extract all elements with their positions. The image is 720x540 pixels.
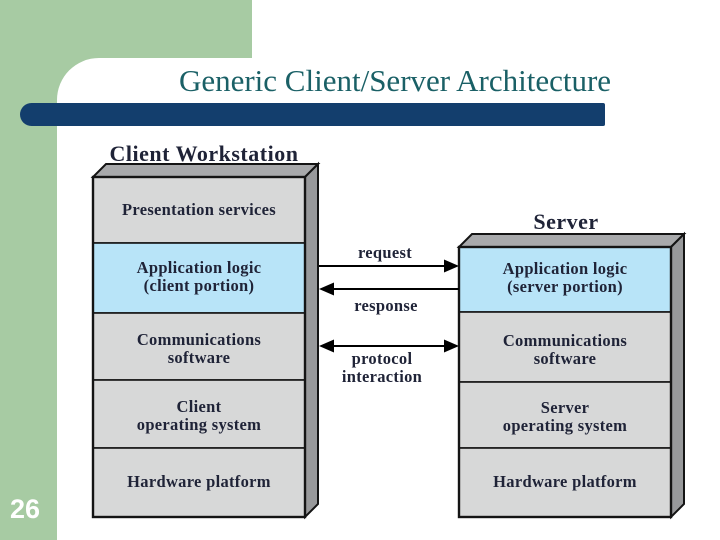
server-section-hardware-platform	[458, 447, 672, 518]
title-accent-bar	[20, 103, 605, 126]
client-section-label: Client	[177, 397, 222, 416]
server-section-label: Hardware platform	[493, 472, 637, 491]
client-workstation-stack: Client Workstation Presentation services…	[90, 141, 321, 520]
response-label: response	[354, 296, 418, 315]
page-number: 26	[10, 494, 41, 524]
server-section-label: (server portion)	[507, 277, 623, 296]
client-box-right-face	[304, 161, 319, 520]
server-section-label: operating system	[503, 416, 627, 435]
client-section-label: software	[168, 348, 231, 367]
server-section-label: Application logic	[503, 259, 628, 278]
server-section-application-logic	[458, 246, 672, 313]
server-section-label: Communications	[503, 331, 628, 350]
protocol-interaction-arrow: protocol interaction	[319, 339, 459, 386]
client-section-label: Communications	[137, 330, 262, 349]
protocol-interaction-label: interaction	[342, 367, 422, 386]
client-section-label: Application logic	[137, 258, 262, 277]
server-box-top-face	[456, 233, 687, 248]
server-section-label: Server	[541, 398, 590, 417]
client-section-communications-software	[92, 312, 306, 381]
right-arrowhead-icon	[444, 339, 459, 353]
left-arrowhead-icon	[319, 282, 334, 296]
response-arrow: response	[319, 282, 459, 315]
server-stack-heading: Server	[533, 209, 598, 234]
client-box-outline	[91, 175, 307, 519]
client-section-label: Hardware platform	[127, 472, 271, 491]
client-section-label: Presentation services	[122, 200, 276, 219]
slide-title: Generic Client/Server Architecture	[178, 63, 612, 98]
request-label: request	[358, 243, 412, 262]
green-side-bar	[0, 0, 57, 540]
left-arrowhead-icon	[319, 339, 334, 353]
server-box-outline	[457, 245, 673, 519]
server-box-right-face	[670, 231, 685, 520]
client-stack-heading: Client Workstation	[110, 141, 299, 166]
client-section-label: (client portion)	[144, 276, 255, 295]
right-arrowhead-icon	[444, 259, 459, 273]
protocol-interaction-label: protocol	[352, 349, 413, 368]
client-section-application-logic	[92, 242, 306, 314]
request-arrow: request	[319, 243, 459, 273]
server-section-label: software	[534, 349, 597, 368]
server-section-operating-system	[458, 381, 672, 449]
server-stack: Server Application logic (server portion…	[456, 209, 687, 520]
client-section-label: operating system	[137, 415, 261, 434]
